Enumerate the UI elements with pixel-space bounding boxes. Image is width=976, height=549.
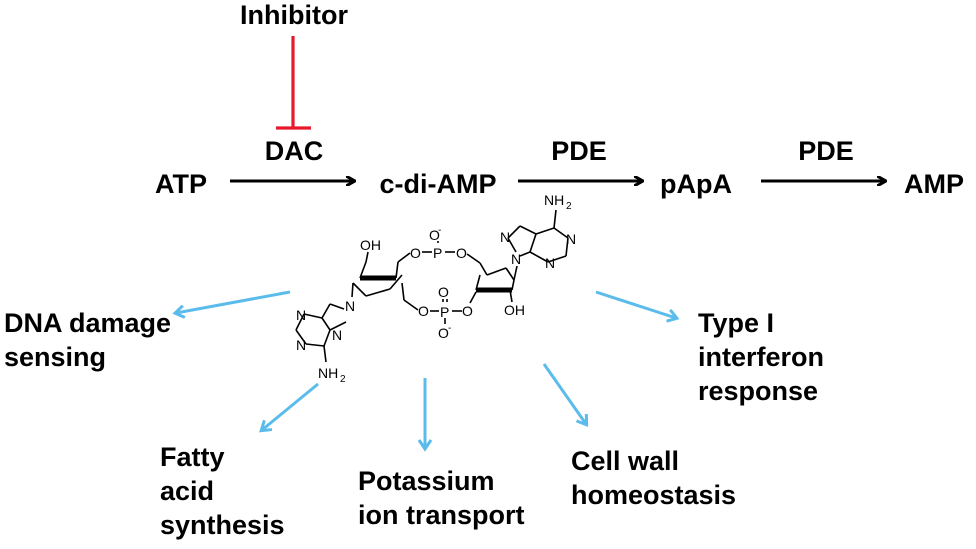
- interferon-line-1: Type I: [698, 308, 774, 338]
- minus-sign: -: [438, 225, 441, 236]
- interferon-line-3: response: [698, 376, 818, 406]
- atom-o: O: [456, 245, 467, 261]
- outcome-dna-damage: DNA damage sensing: [4, 308, 171, 372]
- arrow-to-dna-damage: [176, 290, 291, 313]
- inhibitor-label: Inhibitor: [240, 0, 348, 30]
- dac-label: DAC: [265, 136, 324, 166]
- outcome-interferon: Type I interferon response: [698, 308, 824, 406]
- nh2-top-label: NH: [544, 192, 564, 208]
- fatty-line-1: Fatty: [160, 442, 225, 472]
- dna-line-2: sensing: [4, 342, 106, 372]
- potassium-line-1: Potassium: [358, 466, 495, 496]
- subscript-2: 2: [340, 374, 346, 385]
- cellwall-line-1: Cell wall: [571, 446, 679, 476]
- atom-n: N: [545, 255, 555, 271]
- cellwall-line-2: homeostasis: [571, 480, 736, 510]
- outcome-potassium: Potassium ion transport: [358, 466, 525, 530]
- atom-o: O: [410, 245, 421, 261]
- o-minus-top: O: [429, 227, 440, 243]
- cdiamp-structure: OH O P O - O OH O P O O - O: [295, 192, 576, 385]
- subscript-2: 2: [566, 201, 572, 212]
- pde-label-1: PDE: [551, 136, 607, 166]
- atom-p: P: [440, 304, 449, 320]
- arrow-to-cell-wall: [542, 363, 586, 424]
- arrow-to-fatty-acid: [262, 382, 319, 430]
- atom-p: P: [433, 245, 442, 261]
- outcome-fatty-acid: Fatty acid synthesis: [160, 442, 285, 540]
- oh-bottom-label: OH: [504, 302, 525, 318]
- atom-n: N: [345, 298, 355, 314]
- atom-n: N: [296, 337, 306, 353]
- fatty-line-3: synthesis: [160, 510, 285, 540]
- atom-o: O: [418, 303, 429, 319]
- interferon-line-2: interferon: [698, 342, 824, 372]
- atp-label: ATP: [155, 169, 207, 199]
- dna-line-1: DNA damage: [4, 308, 171, 338]
- oh-top-label: OH: [360, 237, 381, 253]
- outcome-cell-wall: Cell wall homeostasis: [571, 446, 736, 510]
- papa-label: pApA: [660, 169, 732, 199]
- atom-n: N: [500, 229, 510, 245]
- arrow-to-interferon: [595, 290, 676, 318]
- atom-n: N: [566, 231, 576, 247]
- atom-n: N: [332, 327, 342, 343]
- atom-n: N: [296, 307, 306, 323]
- amp-label: AMP: [904, 169, 964, 199]
- atom-o: O: [438, 284, 449, 300]
- atom-n: N: [511, 251, 521, 267]
- nh2-bottom-label: NH: [318, 365, 338, 381]
- atom-o: O: [462, 303, 473, 319]
- o-minus-bottom: O: [438, 325, 449, 341]
- potassium-line-2: ion transport: [358, 500, 525, 530]
- minus-sign: -: [448, 323, 451, 334]
- cdiamp-label: c-di-AMP: [380, 169, 497, 199]
- fatty-line-2: acid: [160, 476, 214, 506]
- pde-label-2: PDE: [798, 136, 854, 166]
